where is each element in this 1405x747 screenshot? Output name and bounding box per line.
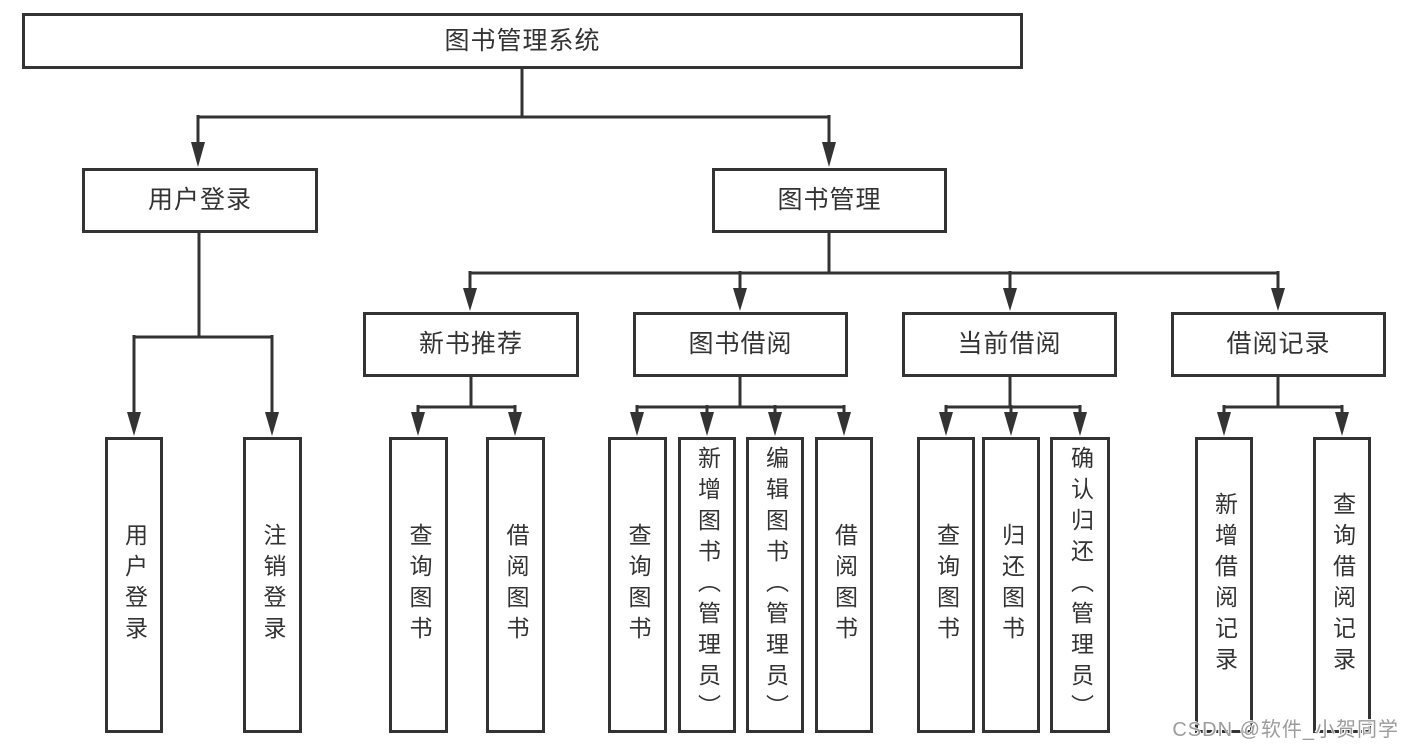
leaf-add-books-admin: 新增图书（管理员）	[678, 437, 736, 733]
node-book-borrowing: 图书借阅	[633, 312, 848, 377]
leaf-query-books-borrow: 查询图书	[608, 437, 667, 733]
node-current-borrowing: 当前借阅	[902, 312, 1117, 377]
leaf-borrow-books-recommend: 借阅图书	[486, 437, 545, 733]
leaf-confirm-return-admin: 确认归还（管理员）	[1050, 437, 1110, 733]
node-borrowing-records: 借阅记录	[1171, 312, 1386, 377]
node-user-login: 用户登录	[82, 168, 318, 233]
node-new-book-recommendation: 新书推荐	[363, 312, 579, 377]
leaf-query-books-current: 查询图书	[917, 437, 975, 733]
node-library-management-system: 图书管理系统	[22, 13, 1023, 69]
leaf-return-books: 归还图书	[982, 437, 1040, 733]
watermark: CSDN @软件_小贺同学	[1172, 719, 1399, 741]
leaf-query-books-recommend: 查询图书	[389, 437, 448, 733]
node-book-management: 图书管理	[712, 168, 947, 233]
leaf-borrow-books: 借阅图书	[815, 437, 873, 733]
leaf-add-borrow-record: 新增借阅记录	[1195, 437, 1253, 733]
leaf-user-login: 用户登录	[105, 437, 163, 733]
leaf-edit-books-admin: 编辑图书（管理员）	[746, 437, 804, 733]
leaf-logout: 注销登录	[243, 437, 302, 733]
leaf-query-borrow-record: 查询借阅记录	[1313, 437, 1371, 733]
